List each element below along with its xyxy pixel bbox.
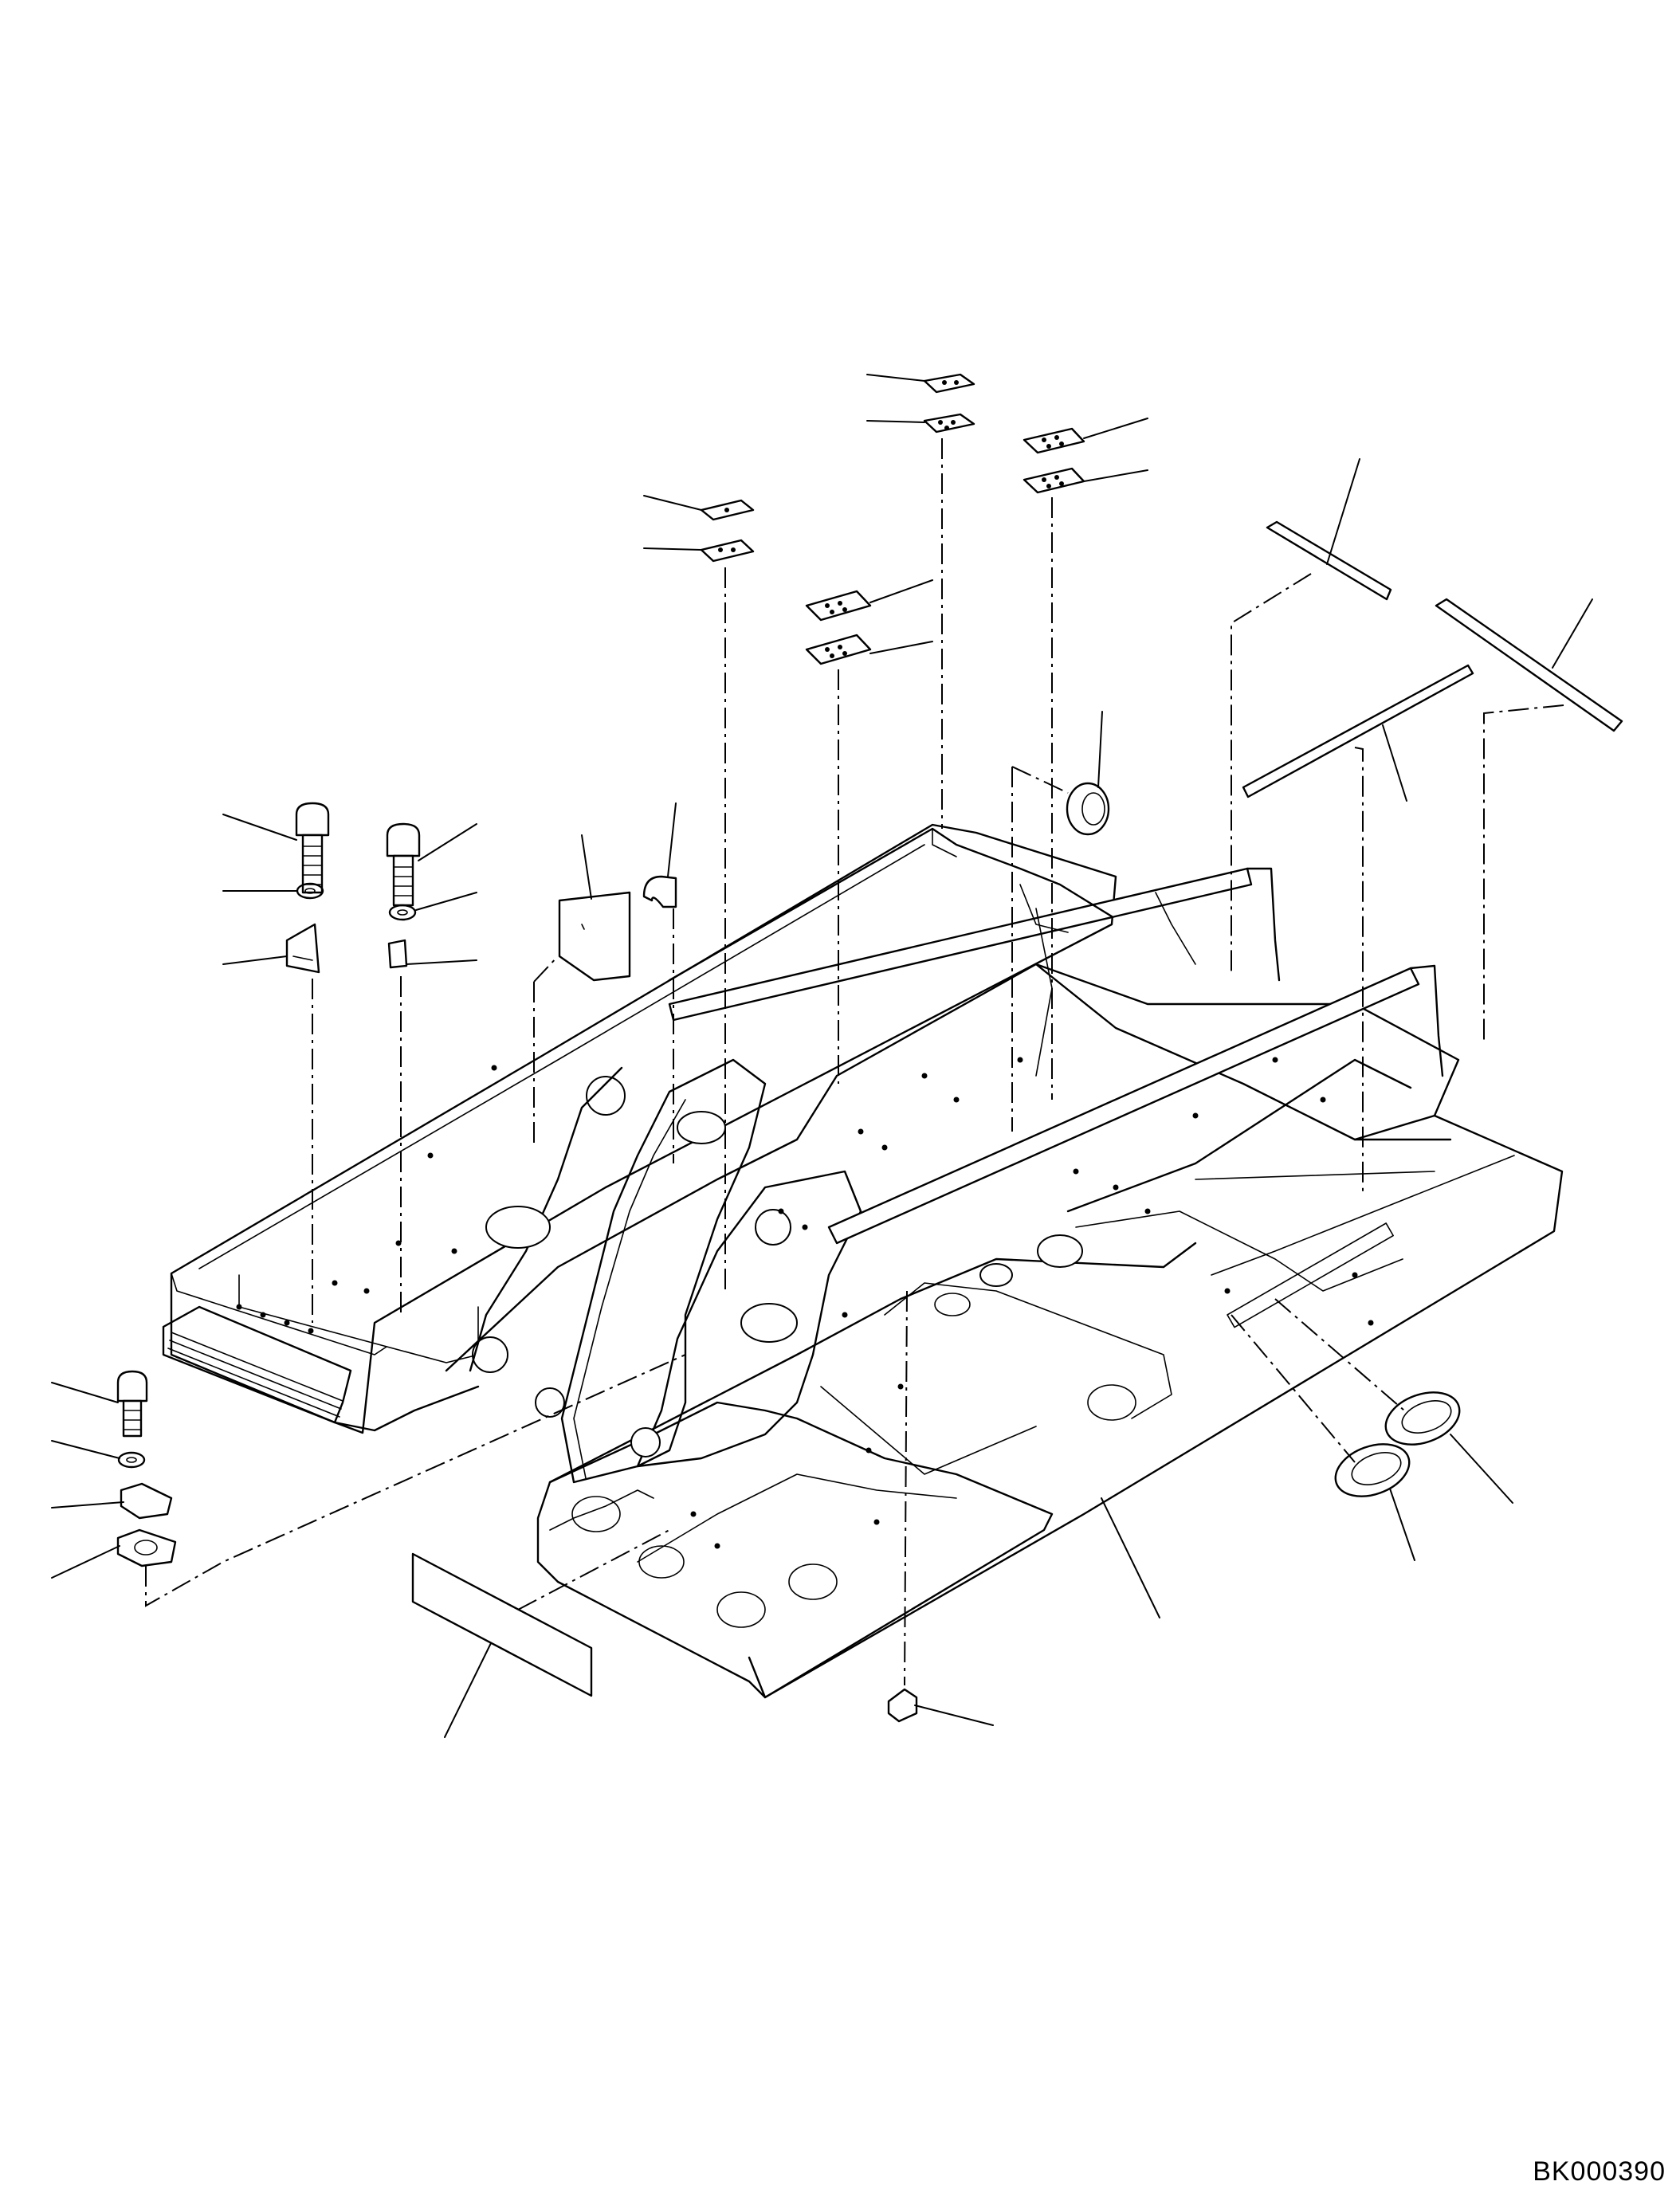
bolt-part-2 — [386, 822, 421, 907]
grommet-part — [1066, 782, 1110, 836]
gasket-part-1 — [116, 1528, 177, 1567]
bolt-part-3 — [116, 1370, 148, 1438]
bar-part-1 — [1266, 520, 1392, 601]
cover-part-1 — [120, 1482, 173, 1520]
pad-part-7 — [1023, 427, 1085, 454]
pad-part-1 — [700, 499, 755, 521]
pad-part-8 — [1023, 467, 1085, 494]
pad-part-2 — [700, 539, 755, 563]
oval-grommet-part-1 — [1384, 1391, 1461, 1446]
bar-part-2 — [1435, 598, 1623, 732]
drawing-code: BK000390 — [1533, 2156, 1666, 2187]
clip-part-2 — [387, 939, 408, 969]
bolt-part-1 — [295, 802, 330, 894]
pad-part-6 — [805, 634, 872, 665]
washer-part-3 — [117, 1451, 146, 1469]
pad-part-5 — [805, 590, 872, 622]
c-clip-part — [642, 875, 677, 908]
pad-part-3 — [923, 373, 975, 394]
plug-part — [887, 1688, 918, 1723]
strip-part — [411, 1552, 593, 1697]
plate-part — [558, 891, 631, 982]
washer-part-2 — [388, 904, 417, 921]
oval-grommet-part-2 — [1334, 1443, 1411, 1497]
frame-bolt-holes — [236, 1057, 1374, 1549]
pad-part-4 — [923, 413, 975, 434]
revolving-frame — [162, 823, 1564, 1699]
bracket-part-1 — [285, 923, 320, 974]
bar-part-3 — [1242, 664, 1474, 798]
